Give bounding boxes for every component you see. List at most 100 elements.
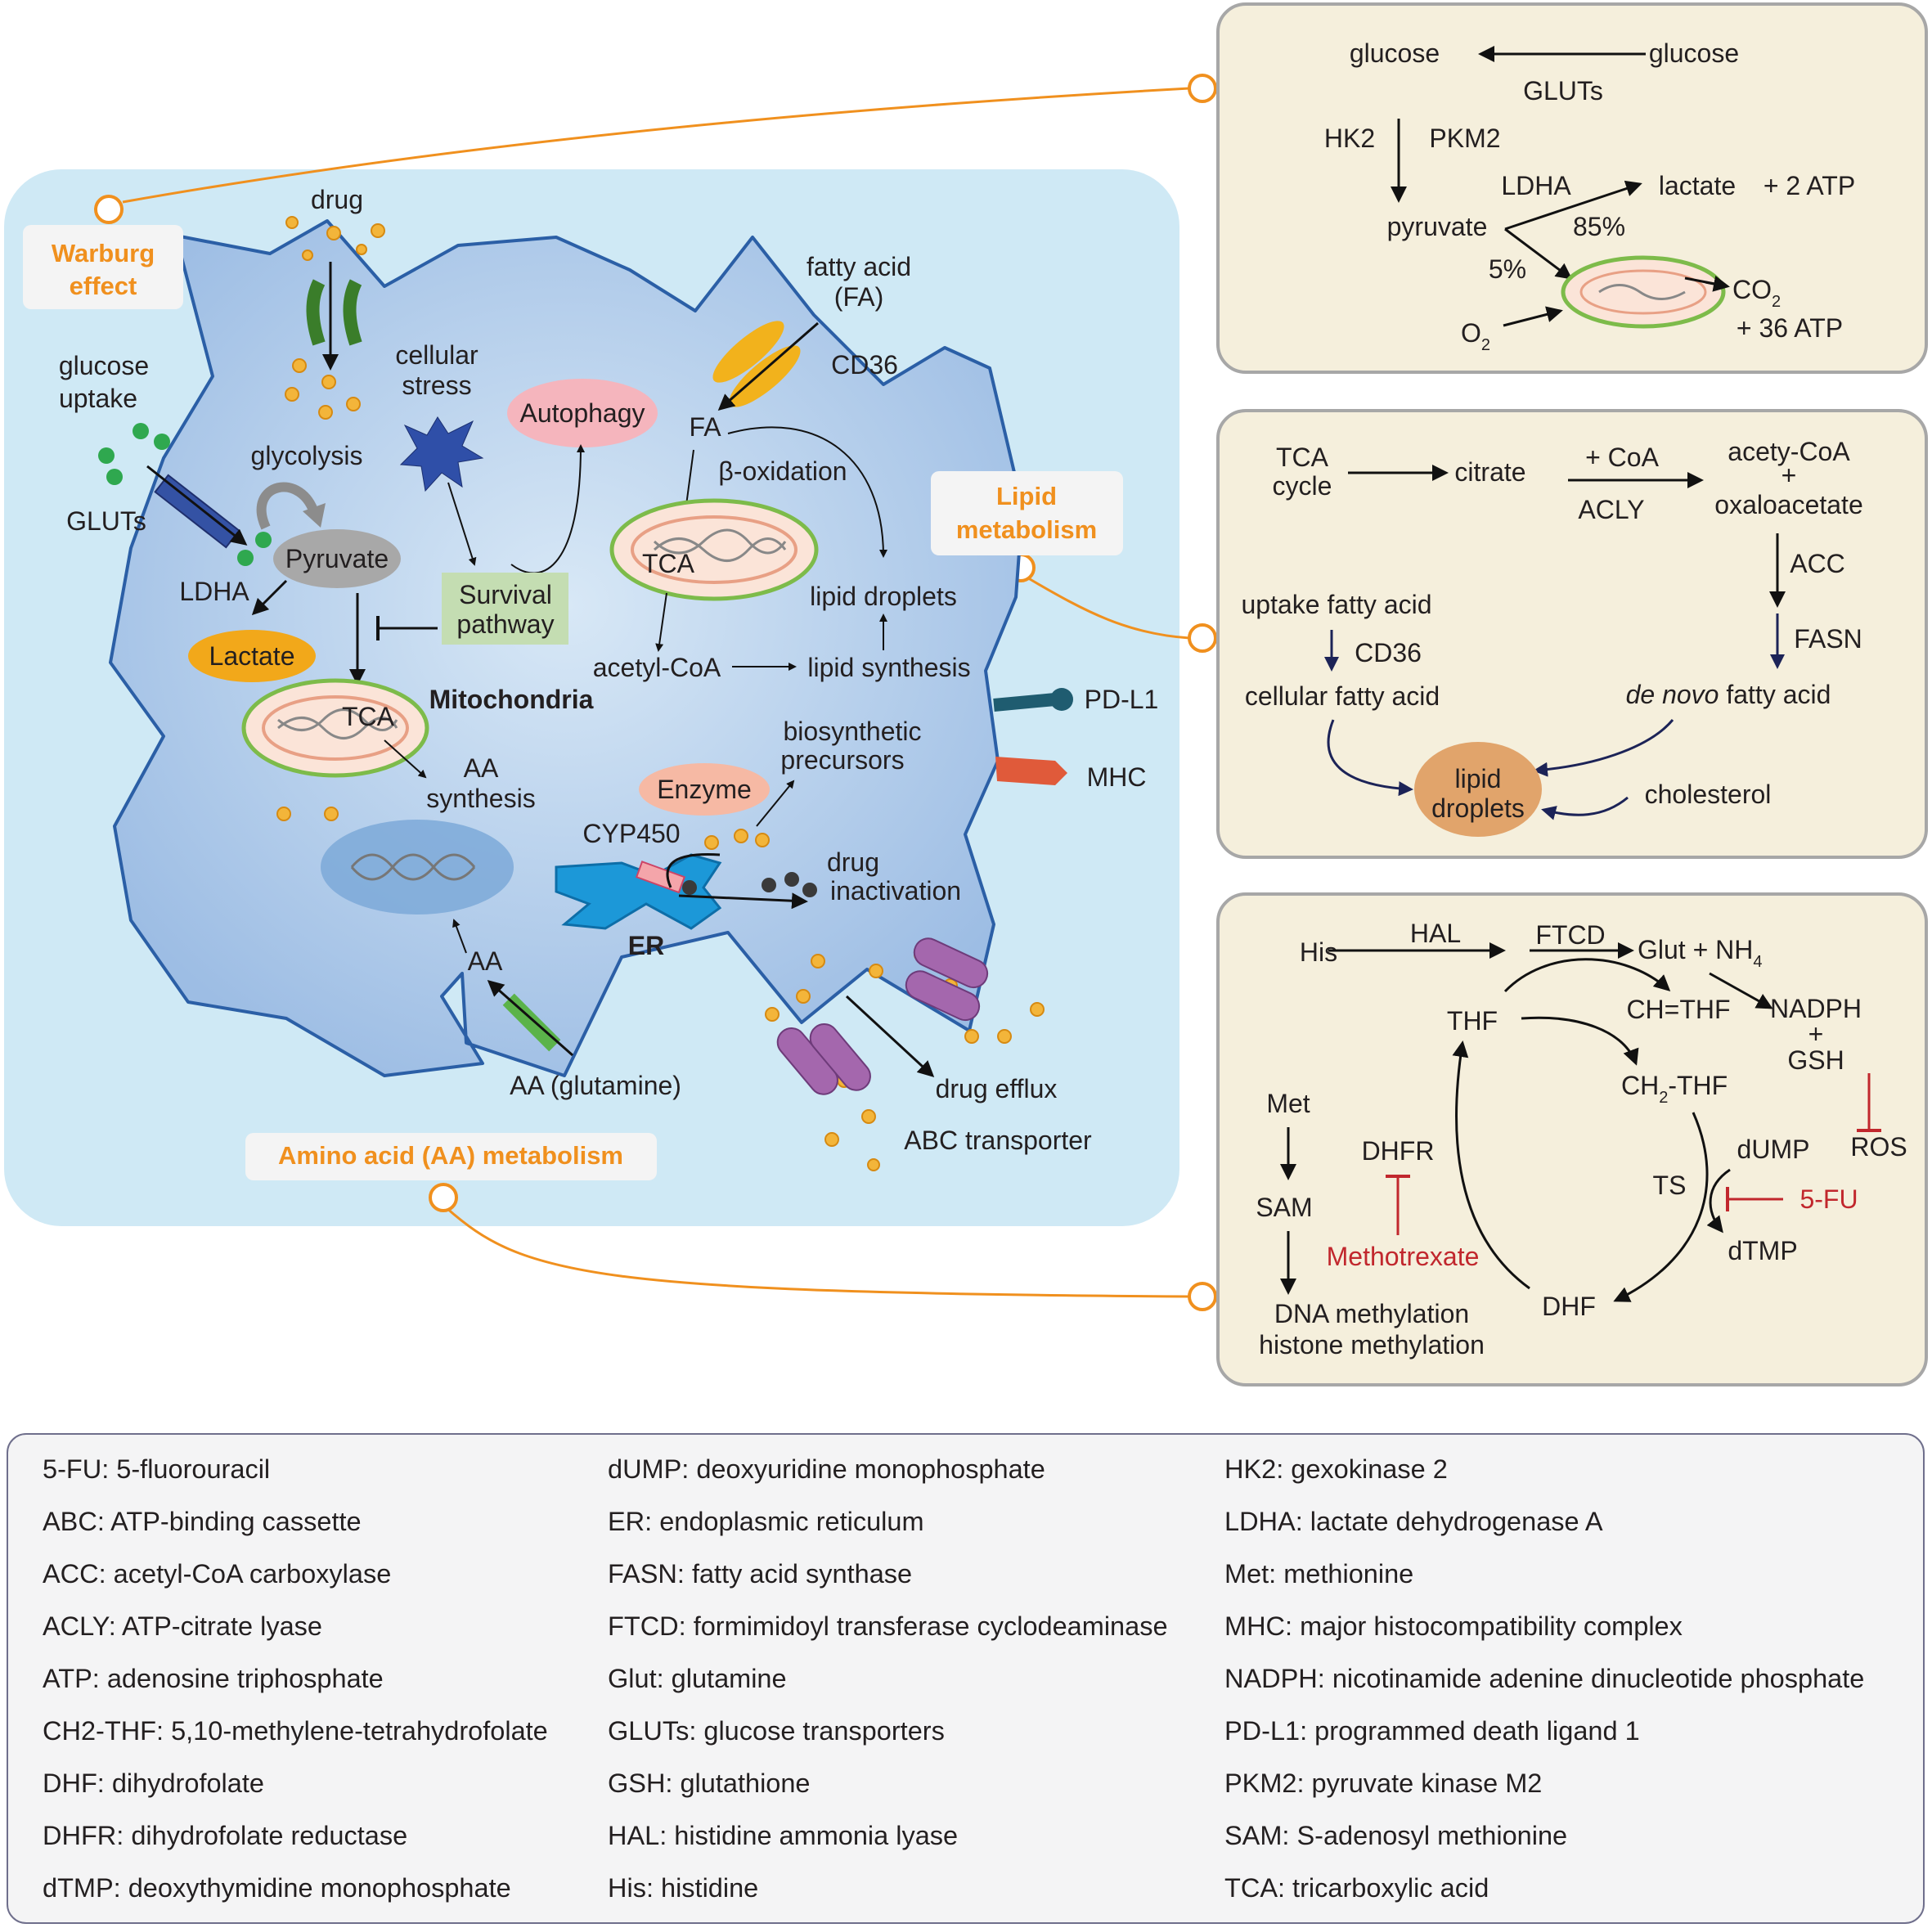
wb-glucose-in: glucose [1350, 38, 1440, 68]
aa-nadph-2: + [1808, 1019, 1824, 1049]
glossary-entry: Met: methionine [1224, 1559, 1414, 1589]
aa-methotrexate: Methotrexate [1327, 1242, 1480, 1271]
lipid-tag [931, 471, 1123, 555]
amino-panel [1216, 892, 1928, 1386]
label-lipid-droplets: lipid droplets [810, 582, 957, 611]
arrow-survival-autophagy [510, 444, 585, 574]
inactivated-drug-molecules [682, 872, 817, 897]
label-cyp450: CYP450 [582, 819, 680, 848]
label-lipid-synthesis: lipid synthesis [807, 653, 970, 682]
label-abc-transporter: ABC transporter [904, 1126, 1092, 1155]
cd36-receptor-icon [712, 321, 801, 407]
arrow-enzyme-precursors [756, 780, 795, 827]
label-aa-glutamine: AA (glutamine) [510, 1071, 681, 1100]
cyp450-enzyme-icon [635, 861, 686, 894]
glossary-entry: ACC: acetyl-CoA carboxylase [43, 1559, 392, 1589]
label-drug: drug [311, 185, 363, 214]
label-acetyl-coa: acetyl-CoA [593, 653, 721, 682]
aa-arrow-dump-dtmp [1706, 1168, 1731, 1234]
glossary-entry: SAM: S-adenosyl methionine [1224, 1821, 1568, 1850]
arrow-aa-nucleus [452, 919, 467, 954]
glossary-entry: 5-FU: 5-fluorouracil [43, 1454, 271, 1484]
label-er: ER [628, 931, 664, 960]
label-cd36: CD36 [831, 350, 898, 380]
label-enzyme: Enzyme [657, 775, 752, 804]
lp-acly: ACLY [1578, 495, 1644, 524]
glossary-entry: PD-L1: programmed death ligand 1 [1224, 1716, 1640, 1746]
aa-glut: Glut + NH4 [1638, 935, 1763, 971]
lp-cd36: CD36 [1355, 638, 1422, 667]
lipid-tag-line-2: metabolism [956, 515, 1097, 544]
wb-o2: O2 [1461, 318, 1490, 354]
glossary-entry: PKM2: pyruvate kinase M2 [1224, 1768, 1543, 1798]
glossary-entry: ER: endoplasmic reticulum [608, 1507, 924, 1536]
label-glucose-uptake-1: glucose [59, 351, 149, 380]
label-aa: AA [468, 946, 503, 976]
label-drug-efflux: drug efflux [936, 1074, 1058, 1103]
label-fatty-acid-2: (FA) [834, 282, 883, 312]
glossary-entry: CH2-THF: 5,10-methylene-tetrahydrofolate [43, 1716, 548, 1746]
lipid-panel [1216, 409, 1928, 859]
glossary-entry: ACLY: ATP-citrate lyase [43, 1611, 322, 1641]
lp-tca-1: TCA [1276, 443, 1329, 472]
glossary-entry: dUMP: deoxyuridine monophosphate [608, 1454, 1045, 1484]
aa-dna-2: histone methylation [1259, 1330, 1485, 1359]
wb-co2: CO2 [1732, 275, 1781, 311]
label-aa-synthesis-2: synthesis [426, 784, 535, 813]
aa-arrow-thf-ch2 [1521, 1016, 1639, 1066]
connector-lines [122, 87, 1190, 1298]
label-drug-inactivation-2: inactivation [830, 876, 961, 906]
stress-star-icon [399, 416, 484, 492]
aa-arrow-thf-ch [1503, 958, 1671, 993]
lp-droplets-node [1414, 742, 1542, 837]
mitochondrion-1-icon [241, 678, 429, 778]
lp-arrow-cellular-droplets [1327, 719, 1413, 797]
lp-droplets-1: lipid [1455, 764, 1502, 793]
wb-atp2: + 2 ATP [1764, 171, 1855, 200]
wb-5pct: 5% [1489, 254, 1526, 284]
label-aa-synthesis-1: AA [464, 753, 499, 783]
lp-acety-3: oxaloacetate [1714, 490, 1862, 519]
amino-acid-tag [245, 1133, 657, 1180]
glossary-entry: MHC: major histocompatibility complex [1224, 1611, 1683, 1641]
lp-droplets-2: droplets [1431, 793, 1525, 823]
label-biosynthetic-2: precursors [780, 745, 904, 775]
glossary-entry: NADPH: nicotinamide adenine dinucleotide… [1224, 1664, 1865, 1693]
arrow-pyruvate-lactate [251, 579, 288, 616]
wb-pyruvate: pyruvate [1387, 212, 1488, 241]
aa-ros: ROS [1850, 1132, 1907, 1162]
label-cellular-stress-2: stress [402, 371, 471, 400]
glossary-entry: GSH: glutathione [608, 1768, 811, 1798]
survival-pathway-node [442, 573, 568, 645]
drug-channel [306, 262, 362, 371]
glossary-column-1: 5-FU: 5-fluorouracil ABC: ATP-binding ca… [43, 1454, 548, 1926]
wb-atp36: + 36 ATP [1737, 313, 1843, 343]
glossary-entry: HK2: gexokinase 2 [1224, 1454, 1448, 1484]
wb-pkm2: PKM2 [1429, 124, 1500, 153]
lp-acety-1: acety-CoA [1728, 437, 1850, 466]
warburg-panel [1216, 2, 1928, 374]
aa-dhf: DHF [1542, 1292, 1596, 1321]
glycolysis-arrowhead-icon [303, 503, 326, 528]
glossary-entry: FTCD: formimidoyl transferase cyclodeami… [608, 1611, 1168, 1641]
lp-uptake: uptake fatty acid [1241, 590, 1431, 619]
glossary-entry: dTMP: deoxythymidine monophosphate [43, 1873, 511, 1903]
wb-mitochondrion-icon [1561, 255, 1726, 329]
wb-glucose-out: glucose [1649, 38, 1739, 68]
glossary-entry: LDHA: lactate dehydrogenase A [1224, 1507, 1603, 1536]
aa-dhfr: DHFR [1362, 1136, 1435, 1166]
autophagy-node [507, 379, 658, 447]
label-mitochondria: Mitochondria [429, 685, 594, 714]
label-pd-l1: PD-L1 [1085, 685, 1159, 714]
glycolysis-arrow-icon [256, 482, 320, 530]
label-glycolysis: glycolysis [251, 441, 363, 470]
nucleus [321, 820, 514, 915]
lp-denovo: de novo fatty acid [1626, 680, 1831, 709]
wb-ldha: LDHA [1501, 171, 1571, 200]
label-fatty-acid-1: fatty acid [806, 252, 911, 281]
glossary-entry: TCA: tricarboxylic acid [1224, 1873, 1489, 1903]
wb-arrow-co2 [1684, 275, 1730, 292]
lp-cholesterol: cholesterol [1645, 780, 1772, 809]
arrow-tca-aa-synthesis [384, 739, 427, 779]
wb-arrow-o2 [1503, 306, 1563, 327]
